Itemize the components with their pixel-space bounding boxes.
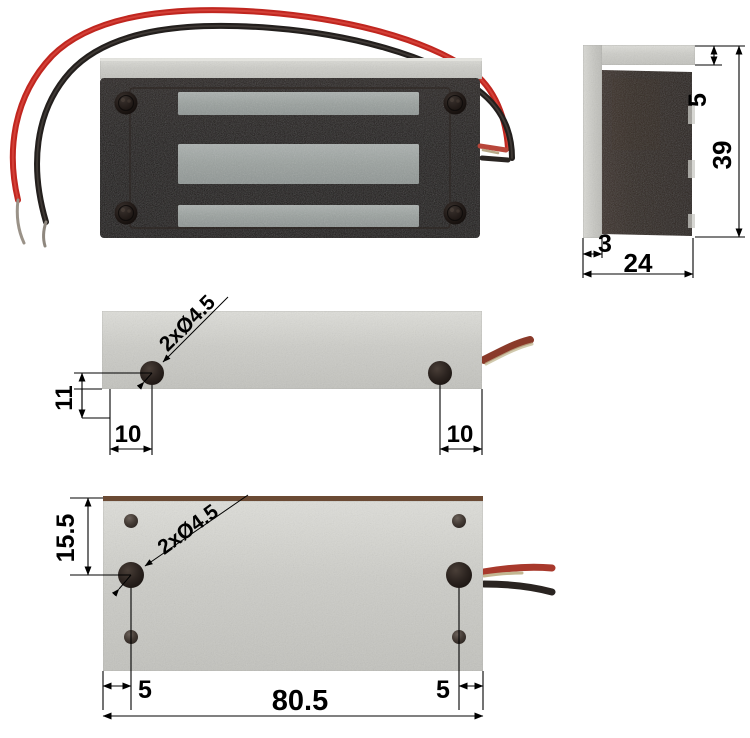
front-plate-top-highlight <box>100 58 482 61</box>
edge-hole-right <box>428 361 452 385</box>
front-view <box>9 7 515 248</box>
dim-label-5: 5 <box>684 93 712 107</box>
edge-wire-conductor <box>484 342 534 366</box>
bottom-view-wires <box>480 563 556 596</box>
dim-label-39: 39 <box>707 141 737 170</box>
bottom-hole-right <box>446 562 472 588</box>
edge-view: 2xØ4.5 11 10 10 <box>51 291 534 455</box>
dim-label-5-left: 5 <box>138 676 152 704</box>
edge-view-dimensions <box>74 372 483 455</box>
edge-plate <box>101 310 483 390</box>
side-body-sheen <box>612 78 660 150</box>
dim-label-24: 24 <box>624 248 653 278</box>
bottom-view: 2xØ4.5 15.5 5 5 80.5 <box>52 494 556 720</box>
screw-top-left <box>114 91 138 115</box>
edge-hole-callout-leader <box>136 296 229 390</box>
dim-label-80-5: 80.5 <box>272 685 328 717</box>
bottom-view-dimensions <box>70 497 484 720</box>
bottom-wire-conductor <box>482 571 524 578</box>
dim-label-15-5: 15.5 <box>52 514 80 563</box>
wire-red-stripped-end <box>15 198 26 245</box>
edge-view-wire <box>480 336 534 366</box>
front-body-inner-frame <box>129 87 451 229</box>
edge-wire-red <box>480 336 534 364</box>
magnet-strip-top <box>178 92 419 115</box>
side-body <box>602 70 692 236</box>
bottom-screwhole-top-right <box>452 514 466 528</box>
dim-label-10-left: 10 <box>115 421 142 448</box>
bottom-plate <box>102 500 484 672</box>
front-screws <box>114 91 467 225</box>
bottom-screwhole-top-left <box>124 514 138 528</box>
front-wire-exit <box>477 143 511 163</box>
magnet-strip-bottom <box>178 205 419 227</box>
side-body-notches <box>688 106 695 228</box>
dim-label-5-right: 5 <box>436 676 450 704</box>
side-plate-left <box>582 44 603 239</box>
screw-bottom-left <box>114 201 138 225</box>
front-plate <box>99 57 483 80</box>
bottom-wire-black <box>480 580 556 596</box>
bottom-plate-edge <box>103 496 483 501</box>
bottom-hole-callout-leader <box>111 494 249 597</box>
bottom-wire-red <box>480 563 556 576</box>
side-view: 5 39 3 24 <box>582 44 745 278</box>
screw-top-right <box>443 91 467 115</box>
dim-label-3: 3 <box>598 230 612 258</box>
wire-black-highlight <box>36 24 513 223</box>
wire-black-stripped-end <box>41 220 48 248</box>
side-view-dimensions <box>582 45 745 278</box>
screw-bottom-right <box>443 201 467 225</box>
magnet-strip-middle <box>178 144 419 184</box>
dim-label-10-right: 10 <box>447 421 474 448</box>
dim-label-11: 11 <box>51 385 78 410</box>
